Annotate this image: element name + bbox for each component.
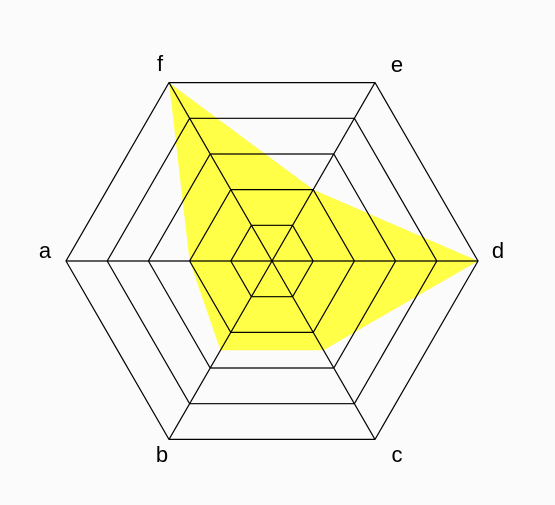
spoke-b [168,260,273,440]
axis-label-b: b [156,442,168,467]
spoke-e [271,82,376,262]
series-area-0 [169,82,478,351]
axis-label-c: c [392,442,403,467]
series-layer [169,82,478,351]
axis-label-f: f [157,51,164,76]
axis-label-d: d [492,238,504,263]
axis-label-layer: a b c d e f [39,51,504,467]
spoke-f [168,82,273,262]
axis-label-a: a [39,238,52,263]
spoke-c [271,260,376,440]
axis-label-e: e [391,52,403,77]
grid-layer [65,81,479,440]
